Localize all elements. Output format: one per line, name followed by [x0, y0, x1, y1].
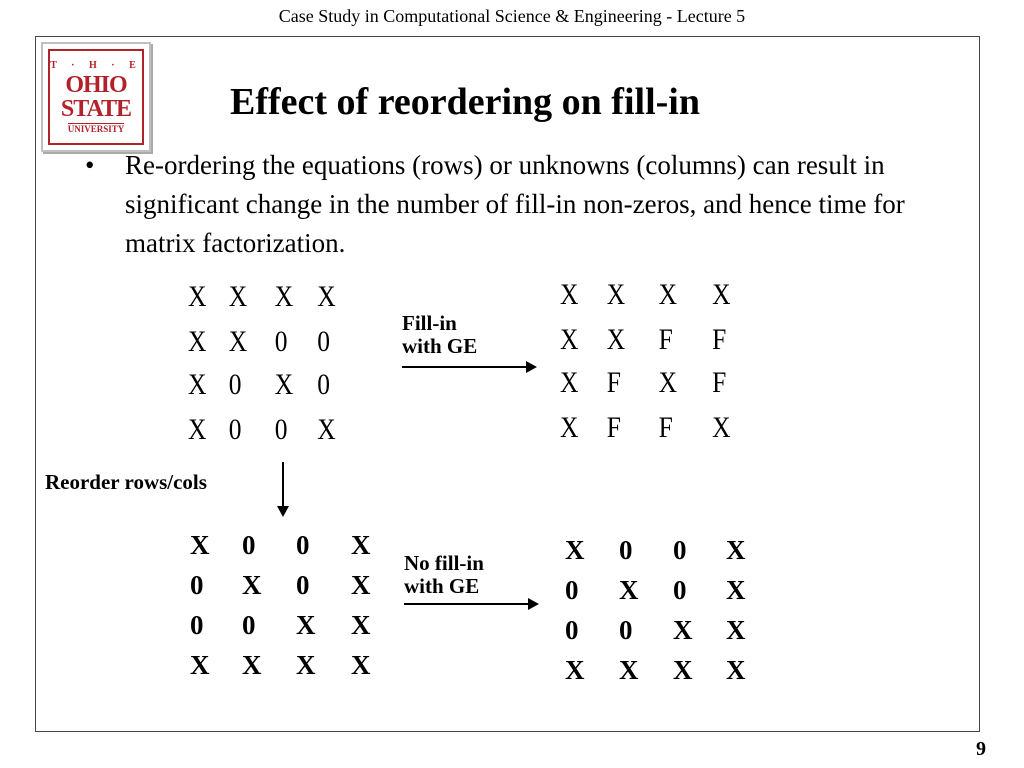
matrix-cell: 0	[565, 615, 579, 645]
matrix-cell: X	[351, 530, 371, 560]
matrix-cell: F	[712, 323, 727, 356]
fill-in-label-line2: with GE	[402, 334, 478, 358]
slide-frame	[35, 36, 980, 732]
matrix-cell: X	[726, 615, 746, 645]
matrix-cell: X	[351, 570, 371, 600]
matrix-cell: X	[619, 575, 639, 605]
matrix-cell: X	[565, 535, 585, 565]
no-fill-arrow-icon	[404, 598, 539, 610]
matrix-cell: X	[560, 278, 579, 311]
matrix-cell: X	[242, 650, 262, 680]
matrix-cell: X	[296, 650, 316, 680]
matrix-cell: X	[565, 655, 585, 685]
matrix-cell: X	[228, 325, 248, 358]
matrix-cell: X	[673, 655, 693, 685]
matrix-cell: 0	[190, 610, 204, 640]
reorder-arrow-icon	[277, 462, 289, 517]
matrix-cell: F	[606, 366, 621, 399]
matrix-cell: X	[351, 650, 371, 680]
matrix-cell: 0	[274, 413, 288, 446]
matrix-cell: X	[606, 323, 626, 356]
matrix-cell: X	[228, 280, 248, 313]
matrix-cell: X	[726, 655, 746, 685]
matrix-cell: 0	[619, 615, 633, 645]
matrix-cell: X	[190, 530, 210, 560]
matrix-cell: X	[606, 278, 626, 311]
matrix-cell: X	[242, 570, 262, 600]
matrix-cell: 0	[228, 413, 242, 446]
matrix-cell: X	[296, 610, 316, 640]
logo-university-text: UNIVERSITY	[67, 122, 125, 134]
matrix-cell: 0	[619, 535, 633, 565]
logo-badge: T · H · E OHIO STATE UNIVERSITY	[48, 49, 144, 145]
bullet-marker: •	[85, 150, 95, 180]
matrix-cell: X	[188, 368, 207, 401]
logo-state-text: STATE	[60, 95, 132, 122]
matrix-cell: X	[712, 278, 731, 311]
bullet-text: Re-ordering the equations (rows) or unkn…	[125, 150, 905, 258]
matrix-cell: X	[658, 278, 678, 311]
logo-the-text: T · H · E	[50, 59, 142, 71]
matrix-cell: X	[619, 655, 639, 685]
matrix-cell: 0	[296, 530, 310, 560]
reorder-label: Reorder rows/cols	[45, 470, 207, 494]
fill-in-arrow-icon	[402, 361, 537, 373]
matrix-cell: X	[673, 615, 693, 645]
slide-header: Case Study in Computational Science & En…	[278, 6, 746, 26]
no-fill-label-line1: No fill-in	[404, 551, 484, 575]
matrix-cell: F	[606, 411, 621, 444]
matrix-cell: X	[317, 413, 336, 446]
matrix-cell: 0	[242, 530, 256, 560]
matrix-cell: X	[560, 323, 579, 356]
logo-ohio-text: OHIO	[65, 71, 127, 98]
matrix-cell: 0	[317, 368, 330, 401]
matrix-cell: X	[274, 280, 294, 313]
matrix-cell: 0	[190, 570, 204, 600]
matrix-cell: X	[317, 280, 336, 313]
ohio-state-logo: T · H · E OHIO STATE UNIVERSITY	[41, 42, 151, 152]
matrix-cell: F	[712, 366, 727, 399]
matrix-cell: 0	[274, 325, 288, 358]
matrix-cell: X	[560, 366, 579, 399]
matrix-cell: X	[351, 610, 371, 640]
fill-in-label-line1: Fill-in	[402, 311, 457, 335]
no-fill-label-line2: with GE	[404, 574, 480, 598]
matrix-cell: X	[726, 535, 746, 565]
matrix-cell: X	[188, 325, 207, 358]
matrix-cell: X	[560, 411, 579, 444]
matrix-cell: 0	[296, 570, 310, 600]
matrix-cell: F	[658, 323, 673, 356]
page-number: 9	[976, 738, 986, 760]
matrix-cell: X	[190, 650, 210, 680]
matrix-cell: 0	[565, 575, 579, 605]
matrix-cell: 0	[228, 368, 242, 401]
matrix-cell: X	[188, 413, 207, 446]
matrix-cell: X	[658, 366, 678, 399]
matrix-cell: 0	[317, 325, 330, 358]
matrix-cell: 0	[673, 575, 687, 605]
matrix-cell: 0	[242, 610, 256, 640]
matrix-cell: F	[658, 411, 673, 444]
slide-title: Effect of reordering on fill-in	[230, 81, 700, 123]
matrix-cell: 0	[673, 535, 687, 565]
matrix-cell: X	[274, 368, 294, 401]
matrix-cell: X	[726, 575, 746, 605]
matrix-cell: X	[712, 411, 731, 444]
matrix-cell: X	[188, 280, 207, 313]
